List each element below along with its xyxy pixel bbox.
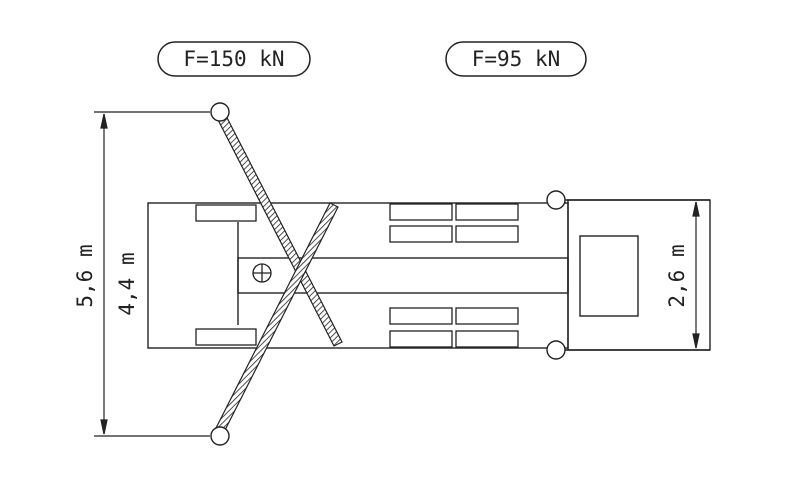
dimension-inner-left-label: 4,4 m	[115, 252, 139, 315]
center-of-gravity-icon	[252, 263, 272, 283]
dimension-outer-left-label: 5,6 m	[73, 244, 97, 307]
mooring-lines-right	[565, 199, 710, 351]
vessel-hull	[147, 202, 569, 349]
force-label-left-text: F=150 kN	[183, 47, 284, 71]
force-label-left: F=150 kN	[157, 41, 311, 77]
force-label-right-text: F=95 kN	[472, 47, 561, 71]
deck-boxes	[195, 203, 519, 348]
mooring-lines-left	[213, 107, 343, 437]
force-label-right: F=95 kN	[445, 41, 587, 77]
bollard-points	[210, 102, 566, 446]
dimension-lines	[94, 111, 700, 437]
dimension-right-label: 2,6 m	[665, 244, 689, 307]
